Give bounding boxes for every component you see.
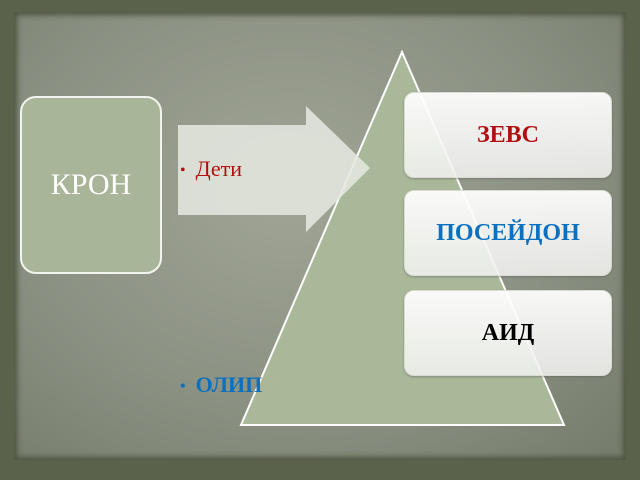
god-label: ПОСЕЙДОН: [436, 219, 580, 246]
olymp-bullet: • ОЛИП: [180, 372, 262, 398]
god-box-hades: АИД: [404, 290, 612, 376]
bullet-icon: •: [180, 377, 186, 395]
arrow-shape: [178, 106, 370, 232]
god-box-poseidon: ПОСЕЙДОН: [404, 190, 612, 276]
god-label: ЗЕВС: [476, 121, 539, 148]
god-label: АИД: [481, 319, 535, 346]
olymp-label: ОЛИП: [195, 372, 263, 397]
kron-box: КРОН: [20, 96, 162, 274]
kron-label: КРОН: [50, 168, 132, 201]
children-label: Дети: [195, 156, 243, 181]
children-bullet: • Дети: [180, 156, 242, 182]
god-box-zeus: ЗЕВС: [404, 92, 612, 178]
bullet-icon: •: [180, 161, 186, 179]
